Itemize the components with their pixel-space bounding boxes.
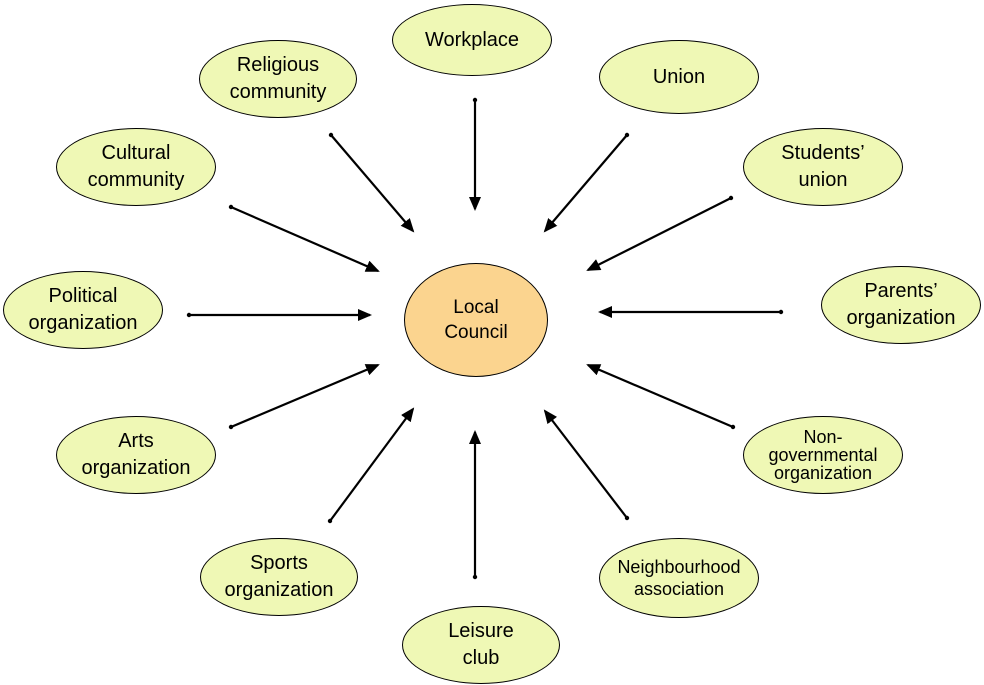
- neighbourhood-association-node: Neighbourhood association: [599, 538, 759, 618]
- religious-community-line2: community: [229, 81, 327, 103]
- political-organization-node: Political organization: [3, 271, 163, 349]
- students-union-line1: Students’: [781, 142, 865, 164]
- local-council-node: Local Council: [404, 263, 548, 377]
- arts-organization-node: Arts organization: [56, 416, 216, 494]
- local-council-line2: Council: [444, 322, 508, 343]
- students-union-node: Students’ union: [743, 128, 903, 206]
- cultural-community-line1: Cultural: [101, 142, 171, 164]
- arrow-ngo: [586, 363, 734, 429]
- sports-organization-line2: organization: [224, 579, 334, 601]
- parents-organization-line1: Parents’: [864, 280, 938, 302]
- non-governmental-organization-line1: Non-: [803, 427, 843, 447]
- arts-organization-line1: Arts: [118, 430, 154, 452]
- arrow-union: [543, 134, 628, 233]
- local-council-line1: Local: [453, 297, 499, 318]
- arrow-arts: [230, 363, 380, 429]
- parents-organization-node: Parents’ organization: [821, 266, 981, 344]
- political-organization-line1: Political: [48, 285, 118, 307]
- cultural-community-node: Cultural community: [56, 128, 216, 206]
- arts-organization-line2: organization: [81, 457, 191, 479]
- arrow-students: [586, 197, 732, 271]
- arrow-neighbourhood: [543, 409, 628, 519]
- arrow-religious: [330, 134, 415, 233]
- non-governmental-organization-line3: organization: [773, 463, 873, 483]
- political-organization-line2: organization: [28, 312, 138, 334]
- cultural-community-line2: community: [87, 169, 185, 191]
- workplace-node: Workplace: [392, 4, 552, 76]
- leisure-club-line2: club: [462, 647, 500, 669]
- sports-organization-node: Sports organization: [200, 538, 358, 616]
- non-governmental-organization-line2: governmental: [768, 445, 878, 465]
- sports-organization-line1: Sports: [250, 552, 308, 574]
- non-governmental-organization-node: Non- governmental organization: [743, 416, 903, 494]
- parents-organization-line2: organization: [846, 307, 956, 329]
- union-node: Union: [599, 40, 759, 114]
- neighbourhood-association-line1: Neighbourhood: [617, 557, 741, 577]
- leisure-club-node: Leisure club: [402, 606, 560, 684]
- students-union-line2: union: [798, 169, 848, 191]
- leisure-club-line1: Leisure: [448, 620, 514, 642]
- religious-community-node: Religious community: [199, 40, 357, 118]
- religious-community-line1: Religious: [236, 54, 320, 76]
- workplace-label: Workplace: [424, 28, 520, 51]
- arrow-sports: [329, 407, 415, 522]
- neighbourhood-association-line2: association: [633, 579, 725, 599]
- arrow-cultural: [230, 205, 380, 273]
- union-label: Union: [652, 65, 706, 88]
